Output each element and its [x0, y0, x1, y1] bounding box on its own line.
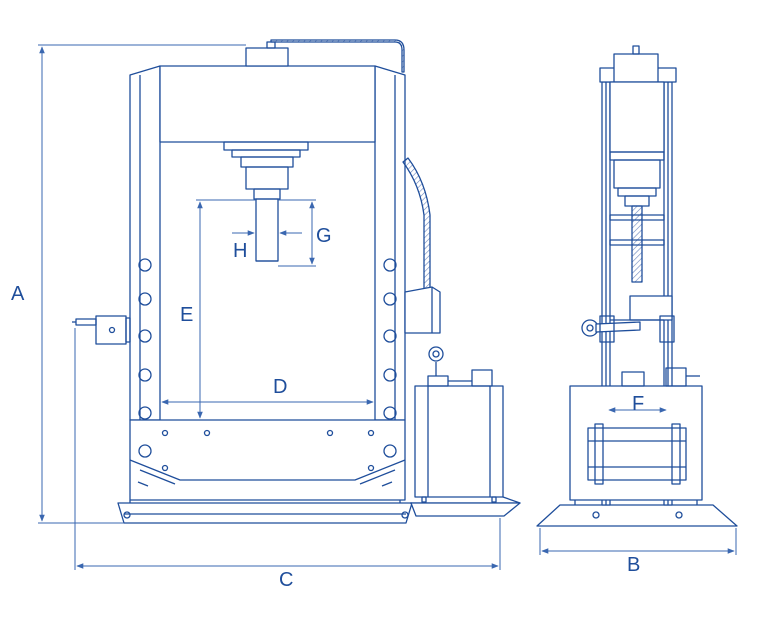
- power-unit: [410, 346, 521, 517]
- control-valve-box: [404, 286, 441, 334]
- right-column: [374, 65, 406, 421]
- side-winch: [581, 295, 675, 343]
- front-view: [72, 39, 521, 524]
- manual-pump: [72, 315, 131, 345]
- dimension-label-d: D: [273, 376, 288, 398]
- left-column: [129, 65, 161, 421]
- side-table-unit: [569, 367, 703, 505]
- dimension-label-a: A: [11, 283, 25, 305]
- side-top-head: [599, 45, 677, 283]
- dimension-lines: [38, 44, 737, 570]
- dimension-label-h: H: [233, 240, 248, 262]
- front-base-plate: [117, 500, 413, 524]
- dimension-label-f: F: [632, 393, 645, 415]
- hydraulic-cylinder: [223, 141, 309, 262]
- dimension-label-g: G: [316, 225, 332, 247]
- dimension-label-b: B: [627, 554, 641, 576]
- side-base-plate: [536, 504, 738, 527]
- top-crossbeam: [159, 41, 376, 143]
- column-holes: [138, 258, 397, 420]
- side-view: [536, 45, 738, 527]
- dimension-label-c: C: [279, 569, 294, 591]
- press-bed: [129, 419, 406, 501]
- dimension-label-e: E: [180, 304, 194, 326]
